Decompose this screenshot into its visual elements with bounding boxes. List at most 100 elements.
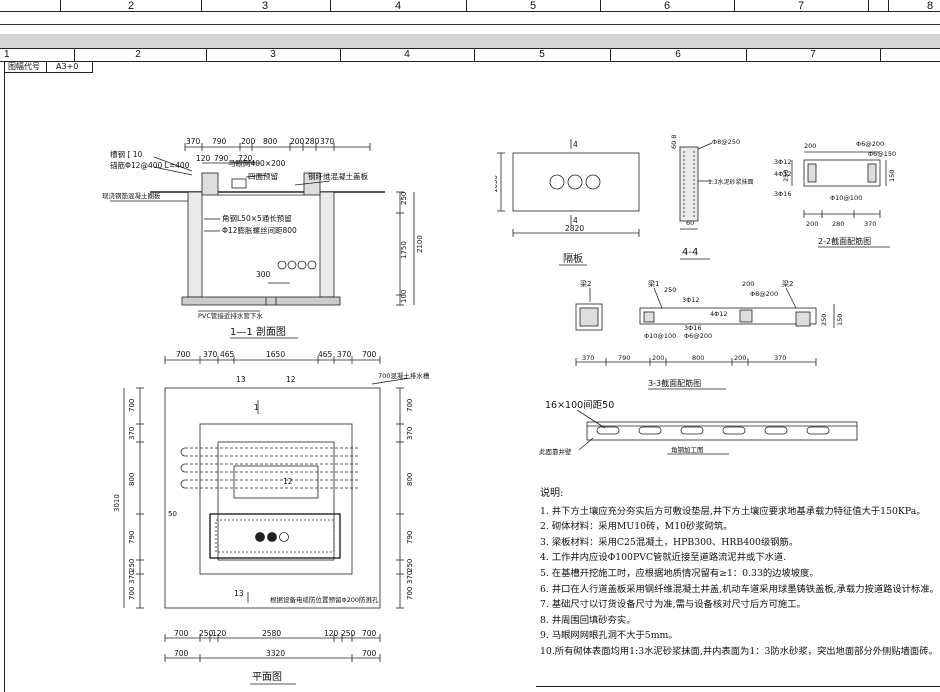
label-hole: 根据设备电缆防位置预留Φ200防溅孔: [270, 595, 379, 604]
dim-label: 120: [212, 629, 227, 638]
dim-label: 465: [318, 350, 333, 359]
dim-label: 250: [664, 286, 676, 294]
top-ruler: 2 3 4 5 6 7 8: [0, 0, 940, 12]
angle-side-label: 此面靠井壁: [539, 447, 572, 456]
dim-label: 800: [128, 473, 136, 486]
section-1-1-drawing: 370 790 200 800 200 280 370 120 790 720 …: [102, 137, 424, 339]
notes-title: 说明:: [540, 488, 564, 499]
drawing-frame: [4, 61, 940, 692]
label-bolt: Φ12膨胀螺丝间距800: [222, 225, 297, 235]
label-drain: 700混凝土排水槽: [378, 371, 430, 380]
dim-label: 1030: [495, 175, 499, 193]
dim-label: 465: [220, 350, 235, 359]
section-3-3-drawing: 梁2 梁1 梁2 250 200 Φ8@200 3Φ12 4Φ12 3Φ16 Φ…: [575, 279, 844, 390]
rebar-label: Φ10@100: [644, 332, 676, 340]
bottom-frame-line: [536, 686, 940, 687]
sheet-code-label: 图幅代号: [8, 62, 40, 71]
dim-label: 60: [686, 219, 694, 227]
dim-label: 250: [400, 192, 408, 205]
dim-label: 200: [652, 354, 664, 362]
section-title: 2-2截面配筋图: [818, 236, 871, 246]
sheet-separator: [0, 34, 940, 48]
plan-mark: 13: [236, 375, 246, 384]
plan-mark: 1: [254, 403, 259, 412]
dim-label: 280: [305, 137, 320, 146]
dim-label: 100: [400, 290, 408, 303]
dim-label: 700: [176, 350, 191, 359]
label-angle: 角钢L50×5通长预留: [222, 213, 292, 223]
dim-label: 790: [406, 531, 414, 544]
ruler-cell: 8: [926, 0, 934, 12]
sheet-code-value: A3+0: [56, 62, 79, 71]
section-mark: 4: [573, 216, 578, 225]
ruler-cell: 5: [474, 49, 611, 61]
plan-mark: 50: [168, 510, 177, 518]
dim-label: 700: [362, 350, 377, 359]
dim-label: 2100: [416, 235, 424, 253]
ruler-cell: 3: [206, 49, 341, 61]
dim-label: 700: [128, 399, 136, 412]
label-mesh: 马眼网400×200: [228, 159, 286, 168]
dim-label: 150: [836, 314, 844, 326]
dim-label: 790: [212, 137, 227, 146]
dim-label: 200: [806, 220, 818, 228]
angle-title: 角钢加工图: [671, 445, 704, 454]
note-item: 4. 工作井内应设Φ100PVC管就近接至道路流泥井或下水道.: [540, 552, 787, 564]
dim-label: 700: [406, 587, 414, 600]
rebar-label: Φ6@200: [684, 332, 712, 340]
dim-label: 800: [263, 137, 278, 146]
dim-label: 800: [406, 473, 414, 486]
top-frame-line: [0, 24, 940, 25]
dim-label: 150: [888, 170, 896, 182]
note-item: 9. 马眼网网眼孔洞不大于5mm。: [540, 630, 678, 642]
plan-view-drawing: 700 370 465 1650 465 370 700 13 12 700混凝…: [113, 350, 430, 685]
label-road: 现浇钢筋混凝土圈板: [102, 191, 161, 200]
ruler-cell: 2: [70, 49, 207, 61]
beam-label: 梁2: [782, 279, 793, 288]
dim-label: 250: [128, 559, 136, 572]
label-pvc: PVC管接近排水管下水: [198, 311, 263, 320]
dim-label: 370: [320, 137, 335, 146]
rebar-label: 3Φ16: [774, 190, 792, 198]
sheet-code-divider: [46, 61, 47, 72]
dim-label: 700: [174, 649, 189, 658]
rebar-label: 3Φ12: [682, 296, 700, 304]
dim-label: Φ6@150: [868, 150, 896, 158]
plan-title: 平面图: [252, 671, 282, 683]
dim-label: 800: [692, 354, 704, 362]
dim-label: 200: [241, 137, 256, 146]
dim-label: 720: [238, 154, 253, 163]
rebar-label: 3Φ12: [774, 158, 792, 166]
note-item: 7. 基础尺寸以订货设备尺寸为准,需与设备核对尺寸后方可施工。: [540, 599, 806, 611]
rebar-label: 3Φ16: [684, 324, 702, 332]
label-groove: 四面预留: [248, 171, 278, 181]
ruler-cell: 7: [746, 49, 881, 61]
ruler-cell: 4: [330, 0, 467, 12]
rebar-label: Φ10@100: [830, 194, 862, 202]
dim-label: 120: [324, 629, 339, 638]
section-mark: 4: [573, 140, 578, 149]
ruler-cell: 6: [610, 49, 747, 61]
plan-mark: 12: [283, 477, 293, 486]
dim-label: 1750: [400, 241, 408, 259]
dim-label: 700: [174, 629, 189, 638]
dim-label: 1650: [266, 350, 285, 359]
dim-label: 370: [128, 571, 136, 584]
ruler-cell: 1: [0, 49, 75, 61]
beam-label: 梁2: [580, 279, 591, 288]
dim-label: 370: [186, 137, 201, 146]
dim-label: 370: [582, 354, 594, 362]
label-rebar: Φ8@250: [712, 138, 740, 146]
label-channel: 槽钢 [ 10: [110, 149, 142, 159]
beam-label: 梁1: [648, 279, 659, 288]
sheet-code-box: 图幅代号 A3+0: [4, 61, 93, 73]
dim-label: 250: [782, 170, 790, 182]
dim-label: 2820: [565, 224, 584, 233]
label-mortar: 1:3水泥砂浆抹面: [708, 178, 754, 186]
dim-label: 790: [128, 531, 136, 544]
note-item: 2. 砌体材料：采用MU10砖，M10砂浆砌筑。: [540, 521, 733, 533]
section-4-4-drawing: 60 8 Φ8@250 1:3水泥砂浆抹面 60 4-4: [670, 135, 754, 260]
ruler-cell: 2: [60, 0, 202, 12]
dim-label: 700: [362, 649, 377, 658]
label-rebar: 锚筋Φ12@400 L=400: [110, 160, 190, 170]
